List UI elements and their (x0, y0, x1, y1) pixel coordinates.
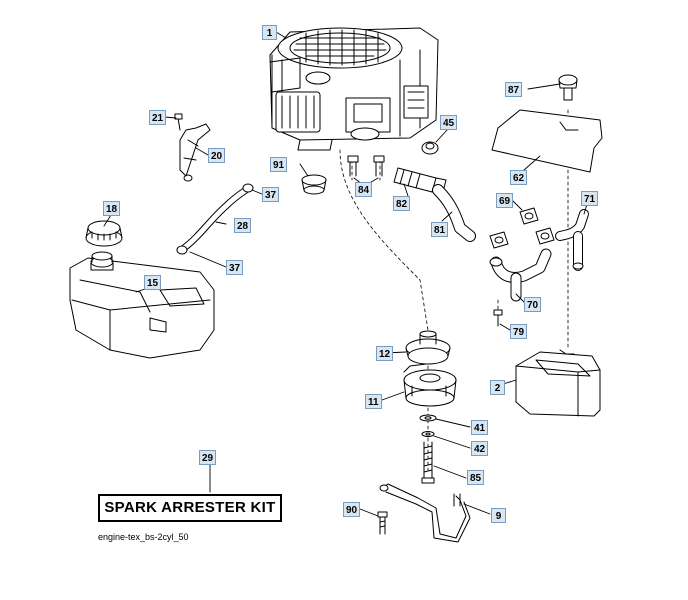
callout-87: 87 (505, 82, 523, 97)
fuel-cap-part-18 (85, 220, 123, 247)
pulley-part-12 (405, 330, 451, 365)
callout-15: 15 (144, 275, 162, 290)
washers-parts-41-42 (419, 414, 437, 437)
callout-12: 12 (376, 346, 394, 361)
heat-shield-part-62 (491, 109, 603, 173)
callout-91: 91 (270, 157, 288, 172)
callout-45: 45 (440, 115, 458, 130)
callout-79: 79 (510, 324, 528, 339)
bolts-part-84 (347, 155, 385, 177)
assembly-guide-lines (339, 109, 569, 471)
callout-62: 62 (510, 170, 528, 185)
callout-11: 11 (365, 394, 382, 409)
callout-20: 20 (208, 148, 226, 163)
exhaust-pipe-part-71 (555, 209, 589, 271)
callout-69: 69 (496, 193, 514, 208)
engine-part (269, 27, 439, 151)
cap-part-45 (421, 141, 439, 155)
callout-37-bottom: 37 (226, 260, 244, 275)
callout-9: 9 (491, 508, 506, 523)
screw-part-79 (493, 309, 503, 327)
callout-28: 28 (234, 218, 252, 233)
diagram-caption: engine-tex_bs-2cyl_50 (98, 532, 189, 542)
callout-82: 82 (393, 196, 411, 211)
callout-71: 71 (581, 191, 599, 206)
fuel-line-part-28 (176, 183, 254, 255)
bolt-part-85 (421, 441, 435, 484)
callout-29: 29 (199, 450, 217, 465)
callout-18: 18 (103, 201, 121, 216)
callout-2: 2 (490, 380, 505, 395)
callout-42: 42 (471, 441, 489, 456)
callout-41: 41 (471, 420, 489, 435)
callout-70: 70 (524, 297, 542, 312)
callout-21: 21 (149, 110, 167, 125)
exhaust-gaskets-part-69 (489, 207, 555, 249)
hose-part-81 (432, 184, 476, 242)
callout-84: 84 (355, 182, 373, 197)
spark-arrester-kit-label: SPARK ARRESTER KIT (98, 494, 282, 522)
knob-part-87 (558, 74, 578, 101)
exhaust-pipe-part-70 (489, 248, 552, 302)
muffler-part-2 (515, 349, 601, 417)
clutch-part-11 (403, 363, 457, 407)
throttle-parts (174, 113, 211, 182)
callout-37-top: 37 (262, 187, 280, 202)
callout-85: 85 (467, 470, 485, 485)
callout-1: 1 (262, 25, 277, 40)
spacer-part-91 (301, 174, 327, 195)
callout-90: 90 (343, 502, 361, 517)
bolt-part-90 (377, 511, 388, 535)
callout-81: 81 (431, 222, 449, 237)
bracket-part-9 (379, 483, 471, 543)
fuel-tank-part-15 (69, 251, 215, 359)
